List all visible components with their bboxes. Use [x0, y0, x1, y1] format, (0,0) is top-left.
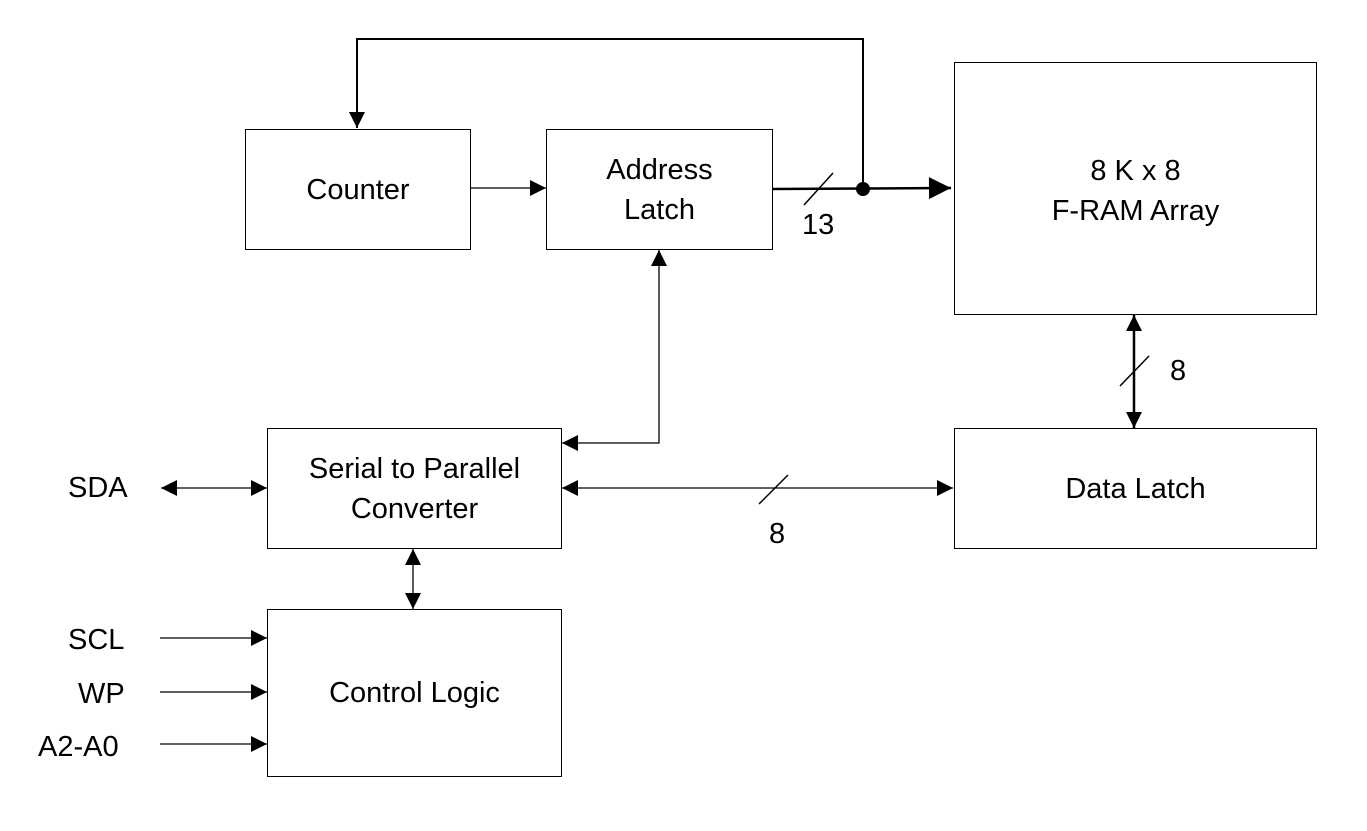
a2-a0-label: A2-A0 — [38, 731, 119, 763]
data-latch-label: Data Latch — [1065, 472, 1206, 505]
wp-label: WP — [78, 678, 125, 710]
address-latch-label-line2: Latch — [624, 193, 695, 226]
junction-dot — [856, 182, 870, 196]
scl-label: SCL — [68, 624, 125, 656]
converter-data-bus-width-label: 8 — [769, 518, 786, 550]
fram-array-label-line1: 8 K x 8 — [1090, 155, 1181, 187]
counter-label: Counter — [306, 173, 410, 206]
feedback-wire — [349, 38, 864, 189]
address-latch-block: Address Latch — [546, 129, 773, 250]
array-data-bus-slash — [1119, 355, 1150, 387]
converter-data-bus-slash — [758, 474, 789, 505]
array-data-bus-width-label: 8 — [1170, 355, 1187, 387]
serial-converter-label-line2: Converter — [350, 492, 479, 525]
counter-block: Counter — [245, 129, 471, 250]
control-logic-block: Control Logic — [267, 609, 562, 777]
data-latch-block: Data Latch — [954, 428, 1317, 549]
address-bus-width-label: 13 — [802, 209, 835, 241]
sda-label: SDA — [68, 472, 128, 504]
serial-converter-label-line1: Serial to Parallel — [308, 452, 521, 485]
serial-converter-block: Serial to Parallel Converter — [267, 428, 562, 549]
latch-to-converter-wire — [562, 250, 667, 451]
address-latch-label-line1: Address — [606, 153, 713, 186]
fram-array-label-line2: F-RAM Array — [1051, 195, 1220, 227]
fram-array-block: 8 K x 8 F-RAM Array — [954, 62, 1317, 315]
control-logic-label: Control Logic — [329, 677, 500, 709]
address-bus-slash — [803, 172, 834, 206]
